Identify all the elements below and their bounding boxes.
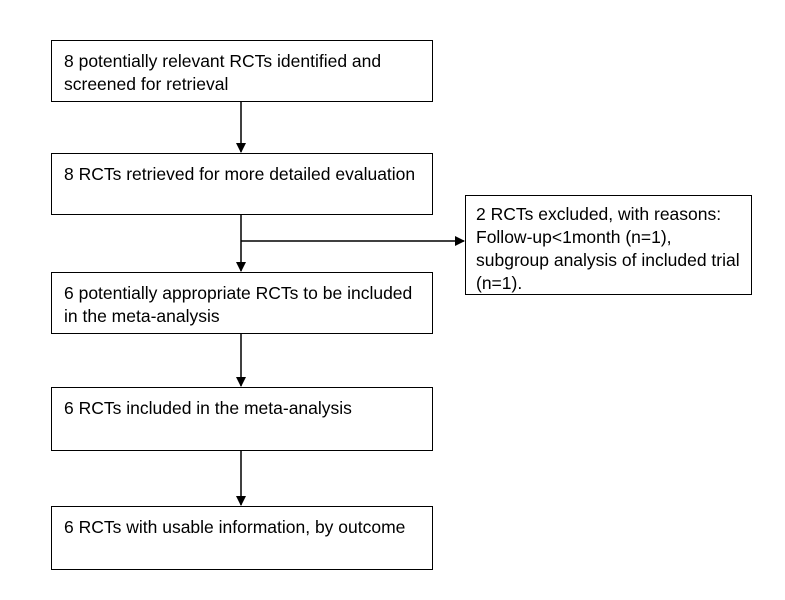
step3-text: 6 potentially appropriate RCTs to be inc…	[64, 283, 413, 326]
excluded-text: 2 RCTs excluded, with reasons: Follow-up…	[476, 204, 740, 293]
excluded-box: 2 RCTs excluded, with reasons: Follow-up…	[465, 195, 752, 295]
step5-text: 6 RCTs with usable information, by outco…	[64, 517, 406, 537]
step3-box: 6 potentially appropriate RCTs to be inc…	[51, 272, 433, 334]
step4-text: 6 RCTs included in the meta-analysis	[64, 398, 352, 418]
step2-box: 8 RCTs retrieved for more detailed evalu…	[51, 153, 433, 215]
step5-box: 6 RCTs with usable information, by outco…	[51, 506, 433, 570]
step2-text: 8 RCTs retrieved for more detailed evalu…	[64, 164, 416, 184]
step1-box: 8 potentially relevant RCTs identified a…	[51, 40, 433, 102]
step1-text: 8 potentially relevant RCTs identified a…	[64, 51, 382, 94]
step4-box: 6 RCTs included in the meta-analysis	[51, 387, 433, 451]
